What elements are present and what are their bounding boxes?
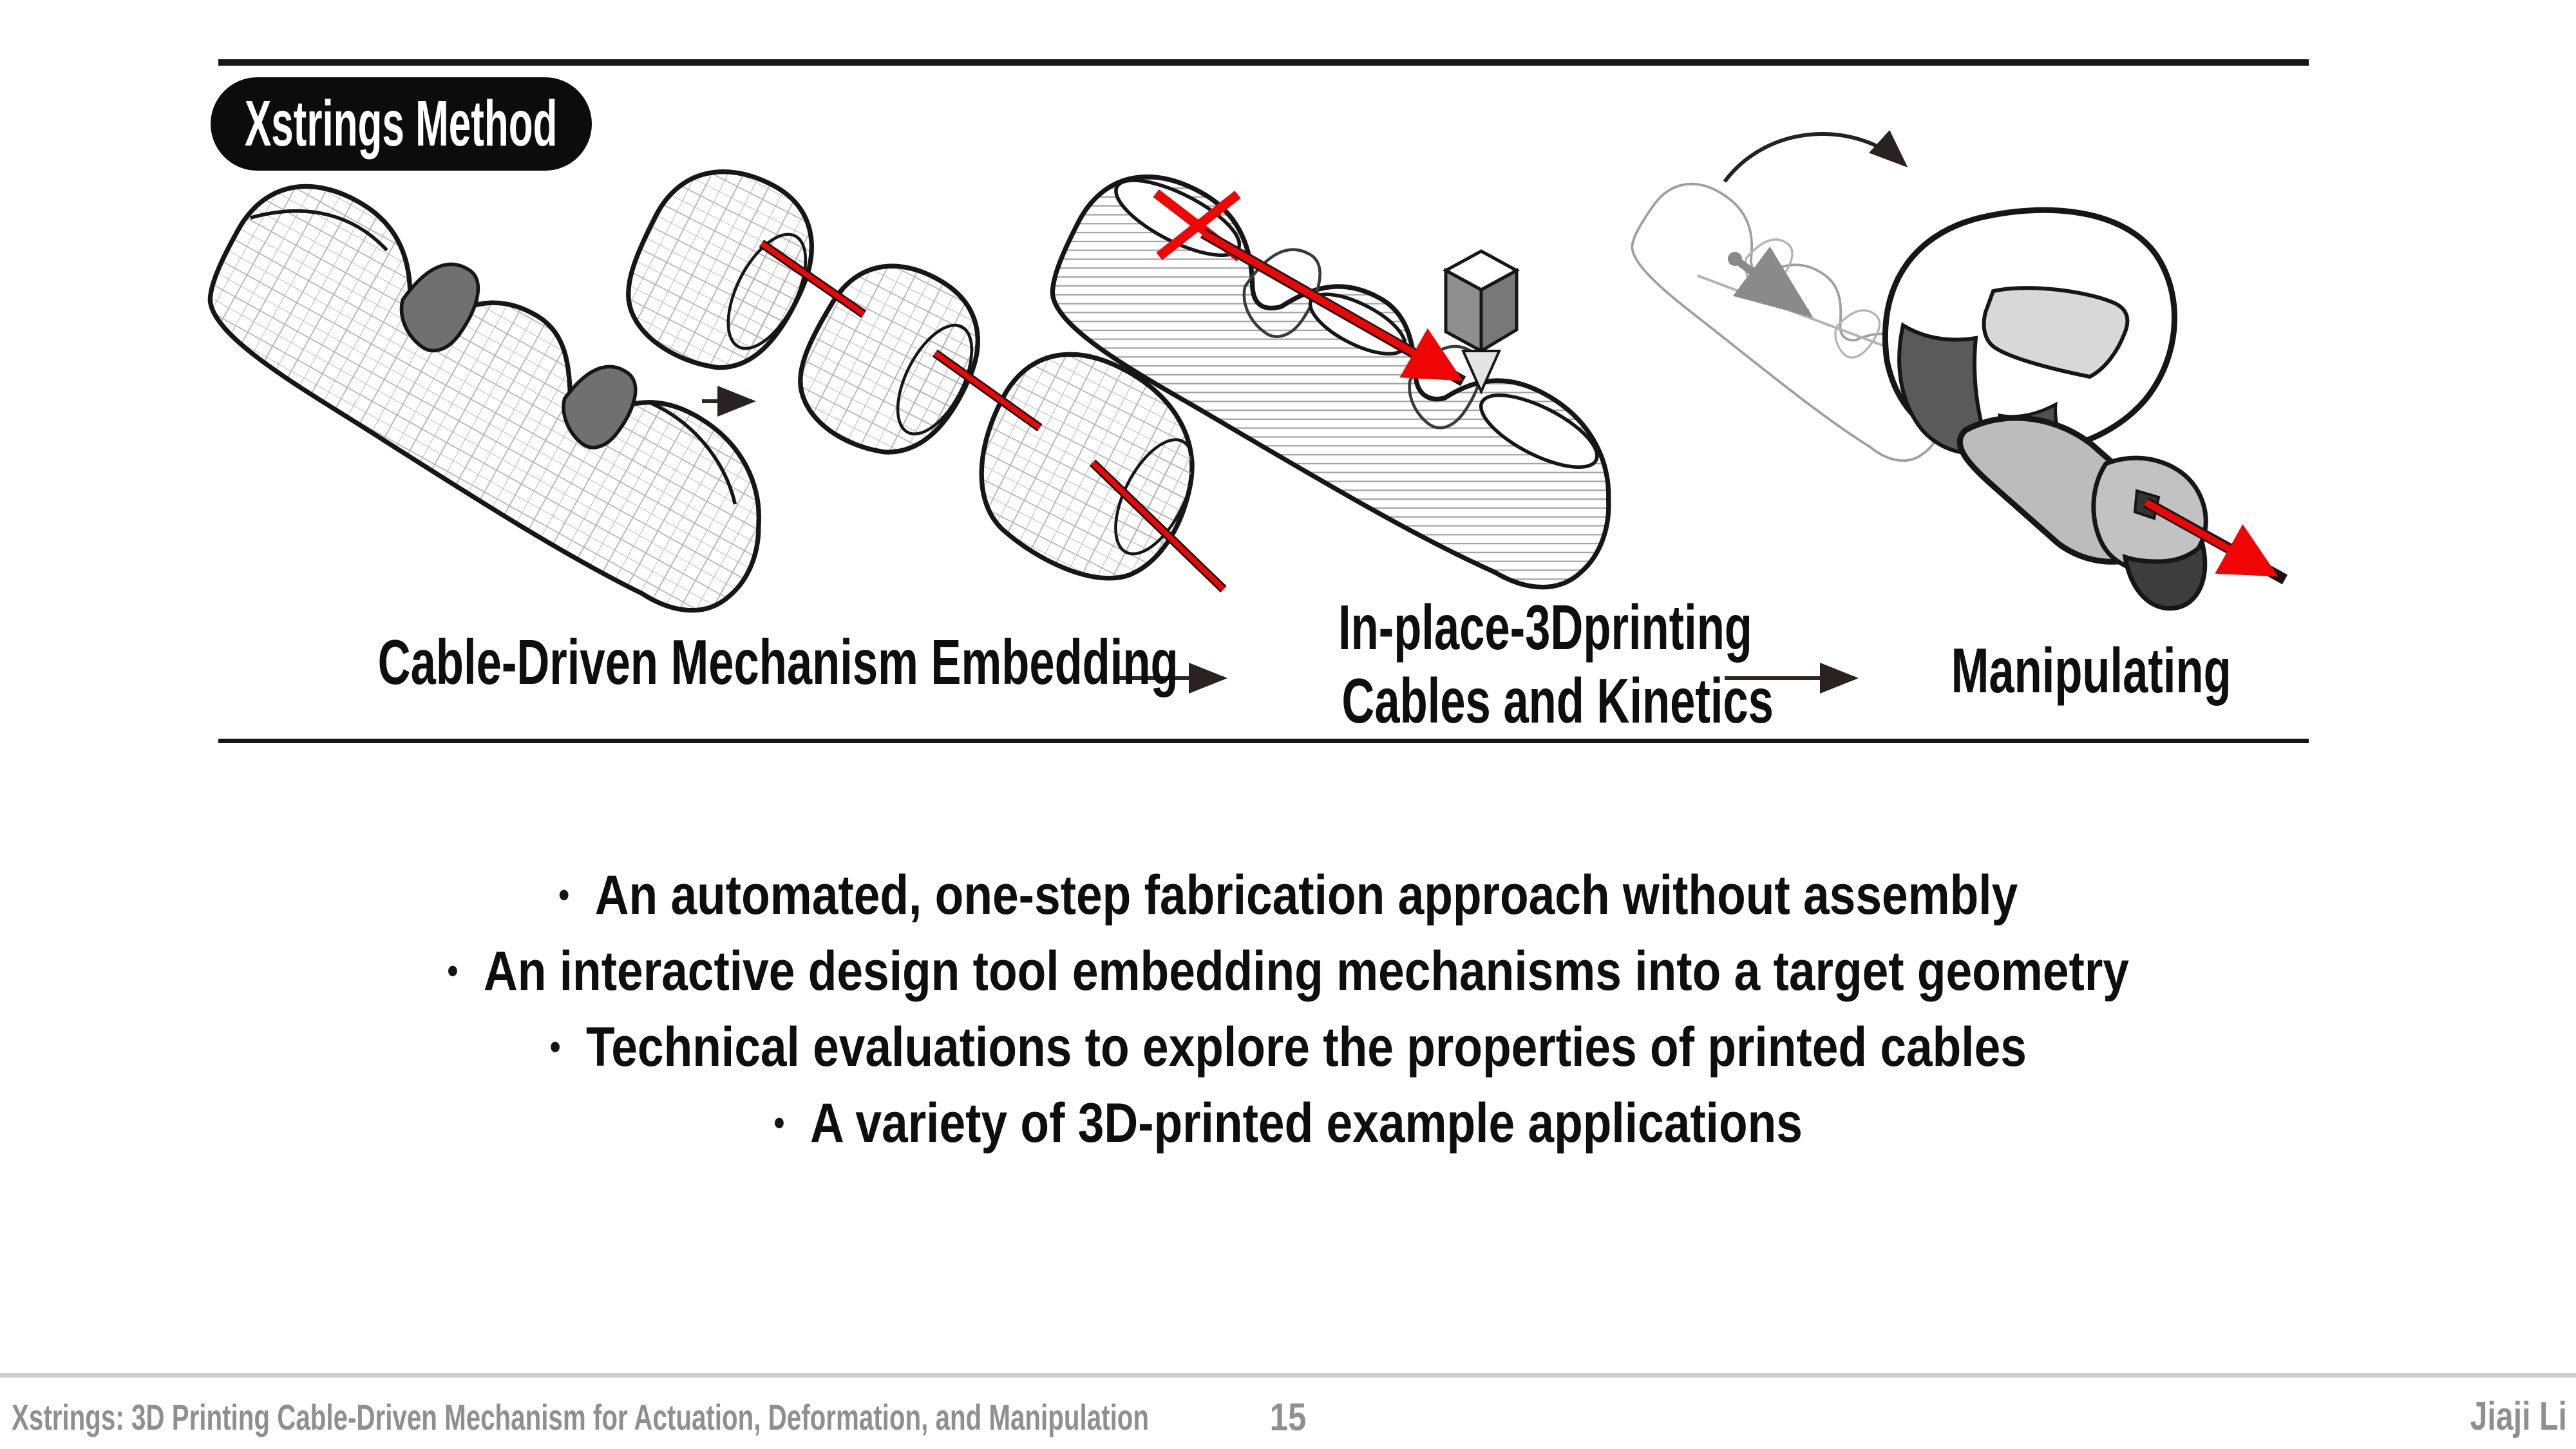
rotation-arrow-icon [1723, 129, 1908, 183]
red-cable-arrow [1201, 230, 1463, 381]
top-recess [1982, 286, 2130, 379]
list-item: • An automated, one-step fabrication app… [193, 857, 2383, 933]
badge-label: Xstrings Method [245, 88, 558, 160]
dark-tip [2122, 539, 2208, 611]
method-badge: Xstrings Method [211, 77, 592, 171]
segmented-model-illustration [626, 169, 1227, 592]
bullet-text: An automated, one-step fabrication appro… [594, 864, 2018, 926]
footer-title: Xstrings: 3D Printing Cable-Driven Mecha… [12, 1397, 1150, 1437]
cable-line [760, 241, 866, 317]
printer-nozzle-icon [1442, 249, 1520, 395]
bullet-marker: • [549, 1025, 561, 1068]
top-recess [1479, 393, 1599, 469]
step1-label: Cable-Driven Mechanism Embedding [377, 627, 1179, 697]
bullet-list: • An automated, one-step fabrication app… [0, 857, 2576, 1161]
top-rule [218, 59, 2309, 66]
bullet-marker: • [773, 1101, 785, 1144]
bullet-text: An interactive design tool embedding mec… [483, 940, 2129, 1002]
bullet-text: Technical evaluations to explore the pro… [586, 1016, 2027, 1078]
bullet-marker: • [558, 873, 570, 916]
cable-line [1090, 460, 1226, 591]
cable-lines [759, 240, 1227, 592]
list-item: • An interactive design tool embedding m… [193, 933, 2383, 1009]
mesh-model-illustration [178, 157, 814, 634]
pull-arrow [2144, 499, 2278, 577]
page-number: 15 [1269, 1396, 1307, 1439]
bullet-marker: • [447, 949, 459, 992]
footer-author: Jiaji Li [2470, 1394, 2567, 1439]
footer-rule [0, 1373, 2576, 1378]
bullet-text: A variety of 3D-printed example applicat… [810, 1092, 1803, 1154]
cable-line [933, 350, 1042, 430]
step2-label: In-place-3Dprinting Cables and Kinetics [1338, 592, 1774, 736]
list-item: • Technical evaluations to explore the p… [193, 1009, 2383, 1085]
step3-label: Manipulating [1951, 635, 2231, 706]
manipulated-model-illustration [1882, 207, 2288, 611]
ghost-cable-pin [1728, 246, 1814, 318]
list-item: • A variety of 3D-printed example applic… [193, 1085, 2383, 1161]
figure-bottom-rule [218, 739, 2309, 743]
nozzle-tip [1461, 350, 1502, 395]
